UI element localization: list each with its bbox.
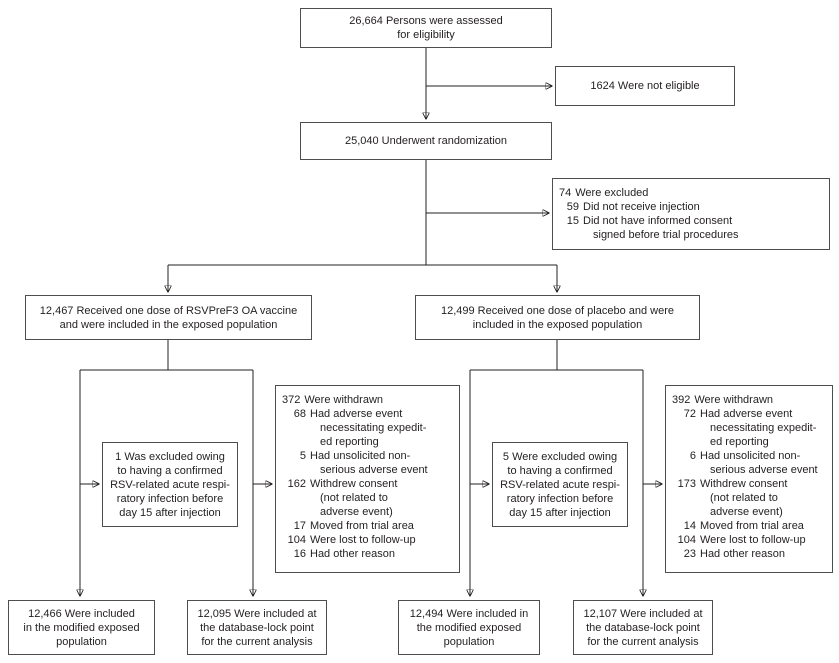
item-text: Moved from trial area [700,520,804,532]
item-text: ed reporting [320,436,379,448]
count: 173 [677,478,696,490]
count: 104 [287,534,306,546]
label: Were withdrawn [694,394,774,406]
list-item: 17 Moved from trial area [282,519,453,533]
count: 6 [689,450,696,462]
item-text: Withdrew consent [700,478,788,490]
list-title: 372 Were withdrawn [282,393,453,407]
item-text: Withdrew consent [310,478,398,490]
count: 14 [683,520,696,532]
list-item: 68 Had adverse event necessitating exped… [282,407,453,449]
item-text: Had unsolicited non- [700,450,801,462]
count: 16 [293,548,306,560]
count: 72 [683,408,696,420]
item-text: necessitating expedit- [710,422,817,434]
not-eligible-box: 1624 Were not eligible [555,66,735,106]
count: 392 [672,394,691,406]
item-text: serious adverse event [320,464,428,476]
item-text: (not related to [710,492,778,504]
vaccine-arm-box: 12,467 Received one dose of RSVPreF3 OA … [25,295,312,340]
item-text: Had other reason [310,548,395,560]
list-item: 15 Did not have informed consent signed … [559,214,823,242]
count: 104 [677,534,696,546]
database-lock-placebo-box: 12,107 Were included at the database-loc… [573,600,713,655]
excluded-prerandomization-box: 74 Were excluded 59 Did not receive inje… [552,178,830,250]
item-text: ed reporting [710,436,769,448]
item-text: signed before trial procedures [593,229,739,241]
list-title: 74 Were excluded [559,186,823,200]
randomization-box: 25,040 Underwent randomization [300,122,552,160]
list-item: 5 Had unsolicited non- serious adverse e… [282,449,453,477]
count: 17 [293,520,306,532]
list-title: 392 Were withdrawn [672,393,826,407]
count: 23 [683,548,696,560]
list-item: 23 Had other reason [672,547,826,561]
count: 162 [287,478,306,490]
item-text: Were lost to follow-up [700,534,806,546]
list-item: 104 Were lost to follow-up [282,533,453,547]
item-text: Had unsolicited non- [310,450,411,462]
item-text: Were lost to follow-up [310,534,416,546]
item-text: Had adverse event [700,408,793,420]
label: Were withdrawn [304,394,384,406]
item-text: Did not have informed consent [583,215,733,227]
list-item: 16 Had other reason [282,547,453,561]
list-item: 72 Had adverse event necessitating exped… [672,407,826,449]
list-item: 162 Withdrew consent (not related to adv… [282,477,453,519]
item-text: Moved from trial area [310,520,414,532]
item-text: Had other reason [700,548,785,560]
list-item: 173 Withdrew consent (not related to adv… [672,477,826,519]
withdrawn-vaccine-box: 372 Were withdrawn 68 Had adverse event … [275,385,460,573]
list-item: 6 Had unsolicited non- serious adverse e… [672,449,826,477]
count: 5 [299,450,306,462]
withdrawn-placebo-box: 392 Were withdrawn 72 Had adverse event … [665,385,833,573]
placebo-arm-box: 12,499 Received one dose of placebo and … [415,295,700,340]
modified-exposed-placebo-box: 12,494 Were included in the modified exp… [398,600,540,655]
assessed-box: 26,664 Persons were assessed for eligibi… [300,8,552,48]
item-text: (not related to [320,492,388,504]
item-text: Did not receive injection [583,201,700,213]
item-text: necessitating expedit- [320,422,427,434]
modified-exposed-vaccine-box: 12,466 Were included in the modified exp… [8,600,155,655]
count: 59 [566,201,579,213]
count: 15 [566,215,579,227]
excluded-placebo-box: 5 Were excluded owing to having a confir… [492,442,628,527]
excluded-vaccine-box: 1 Was excluded owing to having a confirm… [102,442,238,527]
count: 372 [282,394,301,406]
count: 68 [293,408,306,420]
list-item: 104 Were lost to follow-up [672,533,826,547]
count: 74 [559,187,572,199]
item-text: serious adverse event [710,464,818,476]
item-text: adverse event) [710,506,783,518]
database-lock-vaccine-box: 12,095 Were included at the database-loc… [187,600,327,655]
list-item: 59 Did not receive injection [559,200,823,214]
label: Were excluded [575,187,649,199]
list-item: 14 Moved from trial area [672,519,826,533]
item-text: Had adverse event [310,408,403,420]
item-text: adverse event) [320,506,393,518]
